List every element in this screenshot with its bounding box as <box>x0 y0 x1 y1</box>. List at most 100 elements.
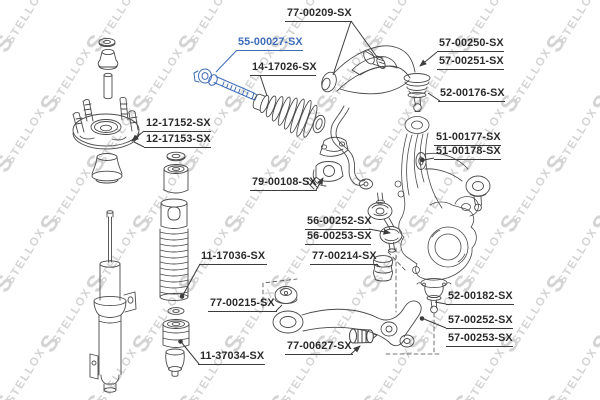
part-label-55-00027-sx-highlighted[interactable]: 55-00027-SX <box>236 37 303 51</box>
part-label-12-17153-sx[interactable]: 12-17153-SX <box>144 134 211 148</box>
part-label-52-00176-sx[interactable]: 52-00176-SX <box>438 88 505 102</box>
strut-rod-sleeve <box>103 72 113 100</box>
part-label-57-00250-sx[interactable]: 57-00250-SX <box>437 38 504 52</box>
part-label-57-00251-sx[interactable]: 57-00251-SX <box>437 56 504 70</box>
svg-text:STELLOX: STELLOX <box>0 286 2 346</box>
part-label-77-00627-sx[interactable]: 77-00627-SX <box>285 341 353 355</box>
svg-text:STELLOX: STELLOX <box>50 46 94 106</box>
lower-control-arm <box>272 300 422 348</box>
steering-rack-boot <box>252 93 326 138</box>
svg-text:STELLOX: STELLOX <box>142 286 186 346</box>
svg-text:STELLOX: STELLOX <box>142 46 186 106</box>
svg-text:STELLOX: STELLOX <box>510 46 554 106</box>
boot-washer <box>167 307 185 315</box>
bump-stop-cone <box>165 348 185 377</box>
bump-stop-bushing <box>162 319 190 348</box>
part-label-14-17026-sx[interactable]: 14-17026-SX <box>250 62 317 76</box>
svg-text:STELLOX: STELLOX <box>4 0 48 46</box>
svg-text:STELLOX: STELLOX <box>372 106 416 166</box>
svg-text:STELLOX: STELLOX <box>556 106 600 166</box>
part-label-56-00253-sx[interactable]: 56-00253-SX <box>305 231 372 245</box>
part-label-12-17152-sx[interactable]: 12-17152-SX <box>144 118 211 132</box>
strut-top-bushing <box>97 48 119 70</box>
svg-text:STELLOX: STELLOX <box>4 106 48 166</box>
svg-text:STELLOX: STELLOX <box>372 0 416 46</box>
svg-text:S: S <box>172 390 202 400</box>
part-label-56-00252-sx[interactable]: 56-00252-SX <box>305 216 372 230</box>
steering-knuckle <box>394 116 479 281</box>
strut-top-washer <box>98 37 116 48</box>
mount-bushing <box>163 164 189 194</box>
svg-text:STELLOX: STELLOX <box>96 346 140 400</box>
svg-text:STELLOX: STELLOX <box>0 166 2 226</box>
svg-text:STELLOX: STELLOX <box>0 46 2 106</box>
strut-mount-bump-cup <box>91 153 123 184</box>
strut-mount <box>72 96 140 150</box>
mount-washer <box>166 151 186 162</box>
svg-text:S: S <box>540 390 570 400</box>
svg-text:STELLOX: STELLOX <box>234 286 278 346</box>
part-label-77-00215-sx[interactable]: 77-00215-SX <box>208 298 277 312</box>
part-label-77-00214-sx[interactable]: 77-00214-SX <box>310 251 378 265</box>
outer-tie-rod-end <box>415 152 491 212</box>
part-label-57-00253-sx[interactable]: 57-00253-SX <box>446 333 513 347</box>
assembly-dashed-lines <box>262 247 441 355</box>
leader-lines <box>131 20 447 365</box>
arm-bushing-77-00627 <box>348 328 378 344</box>
svg-text:STELLOX: STELLOX <box>326 286 370 346</box>
svg-text:STELLOX: STELLOX <box>510 286 554 346</box>
stabilizer-bracket <box>319 136 349 157</box>
svg-text:STELLOX: STELLOX <box>510 166 554 226</box>
stabilizer-bar <box>330 105 373 190</box>
upper-control-arm <box>321 45 431 112</box>
svg-text:STELLOX: STELLOX <box>50 166 94 226</box>
shock-absorber <box>89 210 137 393</box>
part-label-51-00177-sx[interactable]: 51-00177-SX <box>434 132 501 146</box>
inner-tie-rod-highlighted <box>193 68 258 101</box>
svg-text:S: S <box>356 390 386 400</box>
svg-text:STELLOX: STELLOX <box>50 286 94 346</box>
svg-text:S: S <box>80 390 110 400</box>
part-label-79-00108-sx[interactable]: 79-00108-SX <box>250 177 317 191</box>
arm-bushing-77-00215 <box>274 286 298 304</box>
part-label-57-00252-sx[interactable]: 57-00252-SX <box>446 315 513 329</box>
part-label-11-17036-sx[interactable]: 11-17036-SX <box>199 251 267 265</box>
part-label-77-00209-sx[interactable]: 77-00209-SX <box>285 8 352 22</box>
svg-text:STELLOX: STELLOX <box>4 226 48 286</box>
svg-text:STELLOX: STELLOX <box>556 226 600 286</box>
part-label-51-00178-sx[interactable]: 51-00178-SX <box>434 146 501 160</box>
arm-front-bushing-77-00214 <box>372 255 394 282</box>
lower-ball-joint <box>416 277 452 314</box>
svg-text:STELLOX: STELLOX <box>556 346 600 400</box>
svg-text:STELLOX: STELLOX <box>188 0 232 46</box>
part-label-52-00182-sx[interactable]: 52-00182-SX <box>446 291 514 305</box>
svg-text:STELLOX: STELLOX <box>464 346 508 400</box>
svg-text:STELLOX: STELLOX <box>96 226 140 286</box>
part-label-11-37034-sx[interactable]: 11-37034-SX <box>198 351 265 365</box>
